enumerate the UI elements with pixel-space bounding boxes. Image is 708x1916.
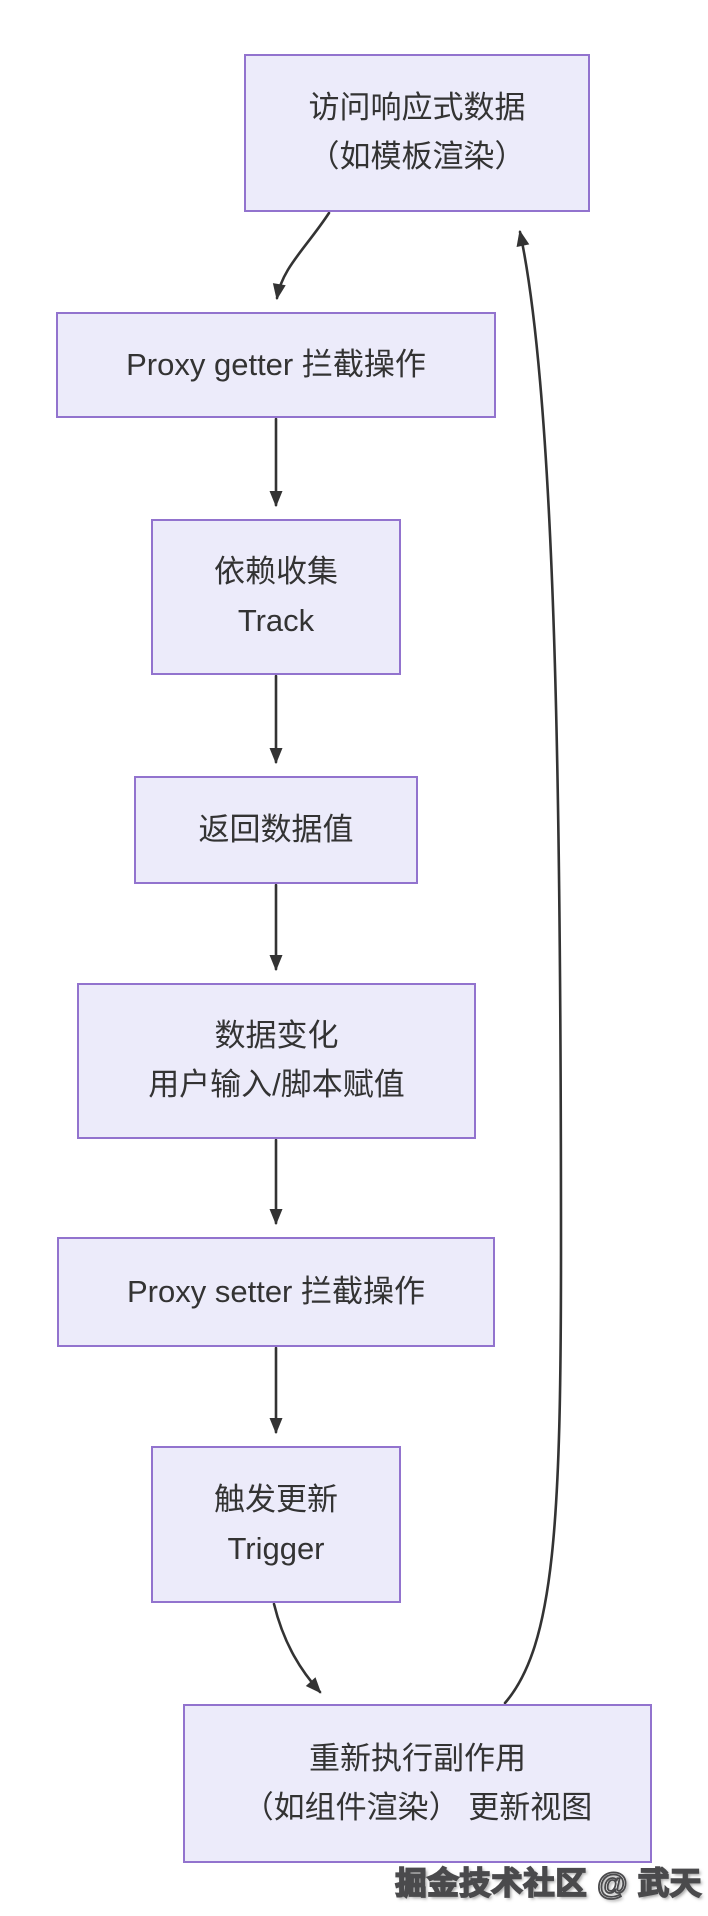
flow-node-proxy-setter: Proxy setter 拦截操作 — [57, 1237, 495, 1347]
node-text-line: （如组件渲染） 更新视图 — [242, 1789, 593, 1825]
node-text-line: Track — [237, 603, 315, 638]
node-text-line: 依赖收集 — [214, 554, 338, 590]
flow-node-access-reactive-data: 访问响应式数据 （如模板渲染） — [244, 54, 590, 212]
node-text-line: Proxy setter 拦截操作 — [127, 1273, 425, 1309]
flow-node-rerun-side-effect: 重新执行副作用 （如组件渲染） 更新视图 — [183, 1704, 652, 1863]
node-text-line: Trigger — [227, 1530, 325, 1566]
node-text-line: 触发更新 — [214, 1481, 338, 1517]
watermark-text: 掘金技术社区 @ 武天 — [395, 1865, 702, 1902]
edge-rerun-to-access-loop-arrow — [503, 230, 563, 1705]
edge-trigger-to-rerun-arrow — [272, 1602, 322, 1694]
flow-node-proxy-getter: Proxy getter 拦截操作 — [56, 312, 496, 418]
node-text-line: 重新执行副作用 — [309, 1740, 526, 1776]
node-text-line: 返回数据值 — [198, 811, 354, 847]
edge-access-to-getter-arrow — [272, 211, 331, 300]
flow-node-trigger-update: 触发更新 Trigger — [151, 1446, 401, 1603]
flow-node-dependency-track: 依赖收集 Track — [151, 519, 401, 675]
node-text-line: （如模板渲染） — [308, 139, 526, 174]
node-text-line: 用户输入/脚本赋值 — [148, 1067, 405, 1102]
flow-node-return-data-value: 返回数据值 — [134, 776, 418, 884]
flow-node-data-change: 数据变化 用户输入/脚本赋值 — [77, 983, 476, 1139]
node-text-line: 数据变化 — [214, 1018, 339, 1054]
node-text-line: 访问响应式数据 — [308, 90, 526, 126]
node-text-line: Proxy getter 拦截操作 — [126, 346, 426, 382]
